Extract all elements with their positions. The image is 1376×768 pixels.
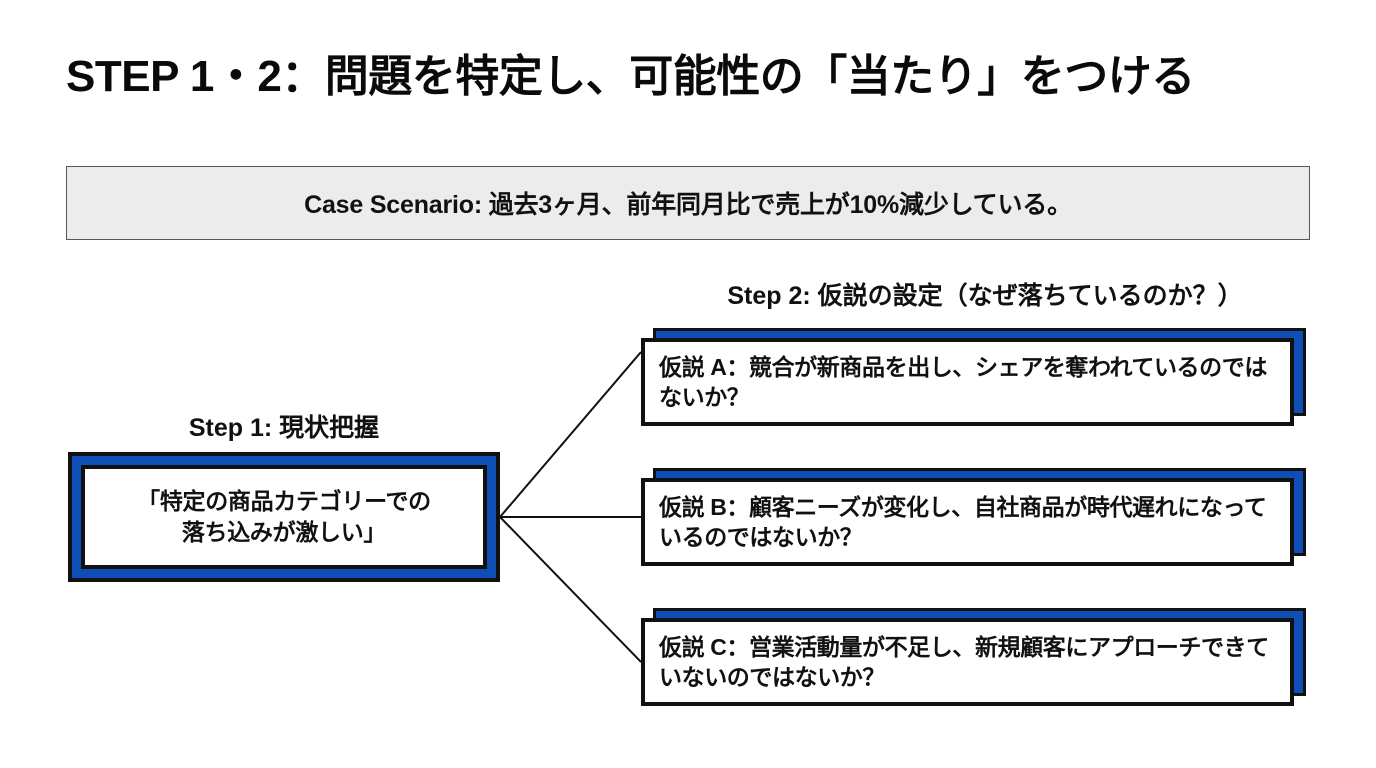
case-scenario-banner: Case Scenario: 過去3ヶ月、前年同月比で売上が10%減少している。 (66, 166, 1310, 240)
connector-line-to-a (499, 351, 642, 518)
hypothesis-card-c: 仮説 C：営業活動量が不足し、新規顧客にアプローチできていないのではないか？ (641, 608, 1306, 706)
hypothesis-card-a-text: 仮説 A：競合が新商品を出し、シェアを奪われているのではないか？ (659, 353, 1267, 410)
step1-heading: Step 1: 現状把握 (188, 414, 380, 442)
connector-line-to-c (499, 516, 642, 663)
hypothesis-card-c-text: 仮説 C：営業活動量が不足し、新規顧客にアプローチできていないのではないか？ (659, 633, 1269, 690)
step2-heading: Step 2: 仮説の設定（なぜ落ちているのか？） (727, 282, 1243, 310)
hypothesis-card-a-face: 仮説 A：競合が新商品を出し、シェアを奪われているのではないか？ (641, 338, 1294, 426)
hypothesis-card-b-face: 仮説 B：顧客ニーズが変化し、自社商品が時代遅れになっているのではないか？ (641, 478, 1294, 566)
hypothesis-card-b: 仮説 B：顧客ニーズが変化し、自社商品が時代遅れになっているのではないか？ (641, 468, 1306, 566)
hypothesis-card-b-text: 仮説 B：顧客ニーズが変化し、自社商品が時代遅れになっているのではないか？ (659, 493, 1267, 550)
step1-current-state-box: 「特定の商品カテゴリーでの 落ち込みが激しい」 (68, 452, 500, 582)
hypothesis-card-a: 仮説 A：競合が新商品を出し、シェアを奪われているのではないか？ (641, 328, 1306, 426)
hypothesis-card-c-face: 仮説 C：営業活動量が不足し、新規顧客にアプローチできていないのではないか？ (641, 618, 1294, 706)
case-scenario-text: Case Scenario: 過去3ヶ月、前年同月比で売上が10%減少している。 (304, 191, 1072, 219)
page-title: STEP 1・2：問題を特定し、可能性の「当たり」をつける (66, 52, 1195, 101)
step1-box-text: 「特定の商品カテゴリーでの 落ち込みが激しい」 (137, 488, 431, 545)
step1-box-inner: 「特定の商品カテゴリーでの 落ち込みが激しい」 (81, 465, 487, 569)
